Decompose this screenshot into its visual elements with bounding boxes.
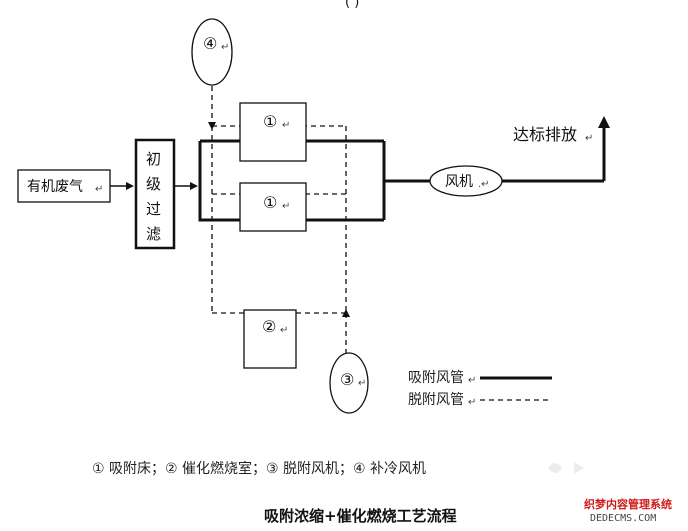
prefilter-box: 初 级 过 滤: [134, 138, 176, 250]
prefilter-char-1: 初: [146, 150, 161, 168]
prefilter-char-2: 级: [146, 175, 161, 193]
adsorption-duct: [198, 124, 606, 222]
return-mark: ↵: [358, 378, 366, 389]
combustion-label: ②: [262, 317, 276, 336]
prefilter-char-4: 滤: [146, 225, 161, 243]
return-mark: ↵: [280, 325, 288, 336]
bed-upper-label: ①: [263, 112, 277, 131]
legend: 吸附风管 ↵ 脱附风管 ↵: [408, 370, 552, 408]
bed-lower-label: ①: [263, 193, 277, 212]
smudge-decoration: [548, 462, 584, 474]
adsorption-bed-lower: ① ↵: [239, 182, 307, 232]
main-fan-label: 风机: [445, 174, 473, 190]
watermark-line2: DEDECMS.COM: [590, 513, 656, 524]
source-box: 有机废气 ↵: [17, 169, 111, 203]
main-fan: 风机 .↵: [429, 165, 503, 197]
cooling-fan-arrowhead: [208, 122, 216, 130]
adsorption-bed-upper: ① ↵: [239, 102, 307, 162]
return-mark: ↵: [282, 120, 290, 131]
return-mark: ↵: [221, 42, 229, 53]
return-mark: ↵: [95, 184, 103, 195]
desorption-fan-arrowhead: [342, 309, 350, 317]
return-mark: .↵: [478, 179, 490, 190]
key-line: ① 吸附床；② 催化燃烧室；③ 脱附风机；④ 补冷风机: [92, 460, 426, 477]
desorption-duct: [211, 86, 347, 354]
return-mark: ↵: [585, 133, 593, 144]
exhaust-label: 达标排放: [513, 125, 577, 144]
return-mark: ↵: [282, 201, 290, 212]
cooling-fan-label: ④: [203, 34, 217, 53]
desorption-fan-label: ③: [340, 370, 354, 389]
watermark: 织梦内容管理系统 DEDECMS.COM: [584, 497, 672, 524]
watermark-line1: 织梦内容管理系统: [584, 497, 672, 511]
combustion-chamber: ② ↵: [243, 309, 297, 369]
return-mark: ↵: [468, 375, 476, 386]
legend-desorption-label: 脱附风管: [408, 392, 464, 408]
prefilter-char-3: 过: [146, 200, 161, 218]
return-mark: ↵: [468, 397, 476, 408]
source-label: 有机废气: [27, 179, 83, 195]
diagram-caption: 吸附浓缩+催化燃烧工艺流程: [264, 507, 457, 525]
exhaust-arrowhead: [598, 116, 610, 128]
top-cut-text: ( ): [345, 0, 359, 10]
desorption-fan: ③ ↵: [329, 352, 369, 414]
cooling-fan: ④ ↵: [191, 18, 233, 86]
legend-adsorption-label: 吸附风管: [408, 370, 464, 386]
